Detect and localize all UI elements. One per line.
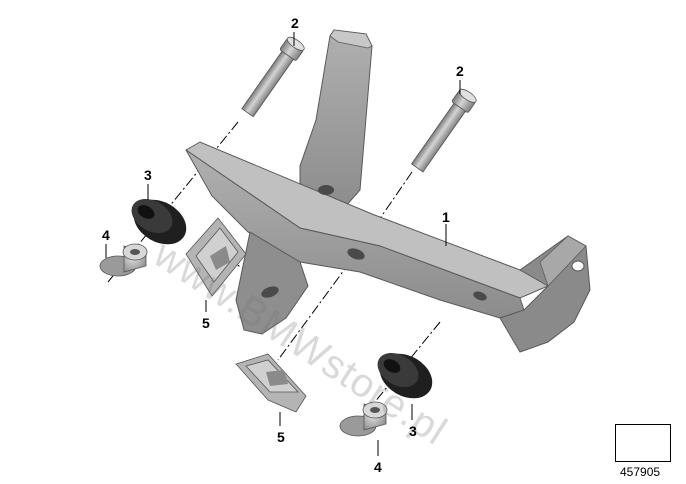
- callout-2-upper-right: 2: [456, 63, 464, 79]
- callout-3-lower: 3: [409, 423, 417, 439]
- callout-5-lower: 5: [277, 429, 285, 445]
- clip-nut-part-upper: [185, 217, 247, 297]
- clip-nut-part-lower: [235, 353, 307, 413]
- callout-5-upper: 5: [202, 315, 210, 331]
- sleeve-part-upper: [99, 243, 148, 277]
- callout-2-upper-left: 2: [291, 15, 299, 31]
- leader-lines: [105, 32, 461, 456]
- callout-4-lower: 4: [374, 459, 382, 475]
- bracket-part: [185, 29, 591, 353]
- diagram-id-number: 457905: [620, 465, 661, 479]
- bolt-part-upper-left: [241, 36, 305, 118]
- nav-icon-box: [615, 424, 671, 462]
- callout-3-upper: 3: [144, 167, 152, 183]
- grommet-part-lower: [377, 352, 433, 399]
- callout-4-upper: 4: [102, 227, 110, 243]
- callout-1: 1: [442, 209, 450, 225]
- sleeve-part-lower: [339, 401, 388, 437]
- bolt-part-upper-right: [410, 88, 477, 173]
- grommet-part-upper: [131, 198, 187, 245]
